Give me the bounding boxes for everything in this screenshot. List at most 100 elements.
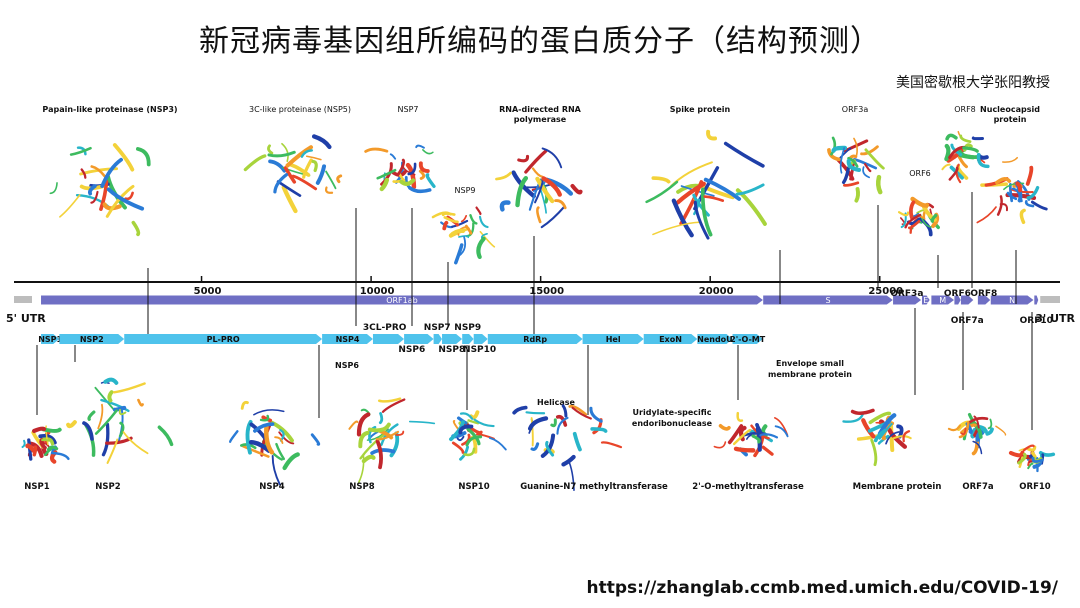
ribbon-strand: [51, 451, 70, 461]
protein-name-bottom: Membrane protein: [853, 482, 942, 492]
ribbon-strand: [909, 200, 916, 220]
ribbon-strand: [1031, 456, 1044, 463]
ribbon-strand: [830, 136, 837, 156]
ribbon-strand: [395, 430, 405, 436]
ribbon-strand: [889, 423, 895, 453]
ribbon-strand: [442, 220, 449, 231]
genome-segment-label: S: [825, 296, 830, 305]
protein-structure-bottom: [66, 377, 174, 464]
genome-segment-label: N: [1009, 296, 1015, 305]
ribbon-strand: [568, 404, 588, 416]
ribbon-strand: [356, 412, 371, 437]
ribbon-strand: [570, 183, 583, 195]
ribbon-strand: [1026, 445, 1037, 452]
ribbon-strand: [476, 236, 486, 260]
ribbon-strand: [517, 154, 530, 163]
ribbon-strand: [273, 173, 289, 194]
ribbon-strand: [267, 144, 274, 155]
ribbon-strand: [774, 425, 789, 438]
nsp-label-lower: NSP6: [398, 345, 425, 355]
protein-structure-top: [645, 129, 767, 240]
ribbon-strand: [45, 425, 49, 446]
ribbon-strand: [853, 137, 858, 158]
ribbon-strand: [475, 206, 482, 216]
ribbon-strand: [107, 390, 114, 403]
ribbon-strand: [469, 214, 478, 225]
genome-segment: [990, 295, 1034, 305]
protein-structure-top: [827, 136, 885, 203]
ribbon-strand: [948, 166, 959, 181]
ribbon-strand: [693, 198, 701, 216]
source-url[interactable]: https://zhanglab.ccmb.med.umich.edu/COVI…: [586, 578, 1058, 598]
ribbon-strand: [735, 188, 767, 226]
ribbon-strand: [348, 420, 359, 430]
ribbon-strand: [1015, 181, 1023, 193]
protein-structure-top: [897, 196, 940, 237]
figure-title: 新冠病毒基因组所编码的蛋白质分子（结构预测）: [199, 24, 881, 59]
ribbon-strand: [124, 191, 134, 201]
ribbon-strand: [358, 430, 370, 449]
ribbon-strand: [703, 195, 725, 203]
ribbon-strand: [488, 437, 507, 451]
ribbon-strand: [454, 243, 464, 265]
ribbon-strand: [761, 445, 774, 456]
nsp-segment-label: RdRp: [523, 335, 547, 344]
ribbon-strand: [987, 418, 993, 430]
ribbon-strand: [525, 411, 546, 415]
ribbon-strand: [524, 149, 548, 174]
ribbon-strand: [276, 180, 302, 197]
protein-structure-top: [431, 206, 496, 265]
ribbon-strand: [958, 153, 976, 160]
ribbon-strand: [122, 431, 149, 455]
protein-name-top: RNA-directed RNA: [499, 105, 582, 114]
protein-name-top: ORF6: [909, 169, 931, 178]
ribbon-strand: [468, 426, 483, 435]
nsp-segment: [487, 334, 583, 344]
ribbon-strand: [561, 454, 576, 467]
ribbon-strand: [458, 235, 470, 239]
protein-name-bottom: NSP4: [259, 482, 284, 492]
protein-name-bottom: ORF7a: [962, 482, 993, 492]
ribbon-strand: [723, 141, 765, 168]
nsp-label-upper: 3CL-PRO: [363, 323, 407, 333]
protein-name-top: ORF8: [954, 105, 976, 114]
ribbon-strand: [732, 428, 752, 446]
protein-name-top: NSP7: [398, 105, 419, 114]
protein-name-bottom: NSP2: [95, 482, 120, 492]
protein-name-top: NSP9: [455, 186, 476, 195]
ribbon-strand: [118, 421, 125, 438]
axis-tick-label: 25000: [868, 286, 903, 297]
ribbon-strand: [550, 418, 557, 428]
ribbon-strand: [377, 397, 402, 403]
protein-name-mid: Helicase: [537, 398, 576, 407]
genome-segment: [893, 295, 922, 305]
ribbon-strand: [540, 205, 566, 229]
ribbon-strand: [425, 173, 436, 189]
ribbon-strand: [324, 186, 334, 194]
protein-structure-bottom: [449, 410, 507, 461]
axis-tick-label: 15000: [529, 286, 564, 297]
ribbon-strand: [375, 430, 400, 441]
ribbon-strand: [727, 424, 744, 445]
ribbon-strand: [540, 433, 556, 458]
ribbon-strand: [282, 452, 300, 471]
ribbon-strand: [703, 177, 742, 201]
protein-name-top: ORF3a: [842, 105, 869, 114]
ribbon-strand: [941, 163, 951, 171]
protein-name-bottom: Guanine-N7 methyltransferase: [520, 482, 668, 492]
ribbon-strand: [706, 129, 718, 141]
ribbon-strand: [389, 153, 397, 160]
ribbon-strand: [460, 214, 468, 223]
ribbon-strand: [1030, 200, 1048, 211]
ribbon-strand: [973, 415, 980, 429]
ribbon-strand: [515, 176, 529, 208]
ribbon-strand: [274, 436, 284, 444]
ribbon-strand: [862, 166, 871, 179]
nsp-segment-label: NendoU: [697, 335, 733, 344]
ribbon-strand: [242, 445, 270, 458]
ribbon-strand: [1024, 200, 1035, 208]
ribbon-strand: [27, 438, 33, 461]
ribbon-strand: [106, 187, 145, 211]
ribbon-strand: [907, 219, 921, 230]
ribbon-strand: [545, 440, 555, 457]
